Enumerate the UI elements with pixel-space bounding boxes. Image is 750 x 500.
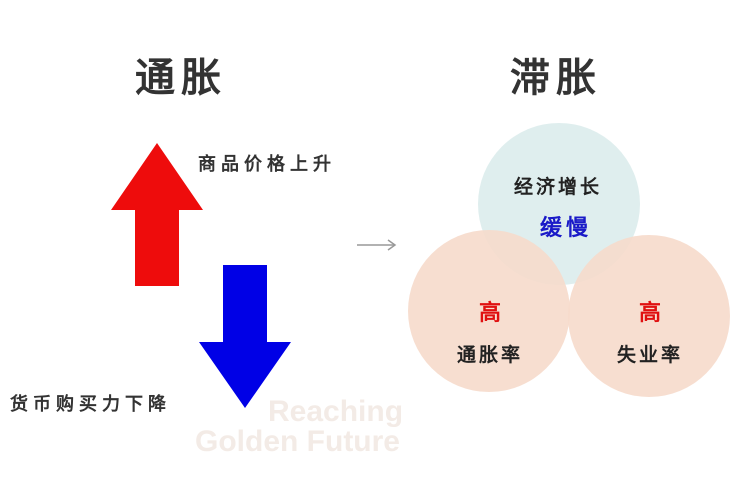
down-arrow-icon [199,265,291,408]
high-inflation-label: 高 [478,301,501,326]
growth-label: 经济增长 [513,176,602,198]
inflation-title: 通胀 [135,55,227,101]
watermark-line1: Reaching [268,395,404,428]
inflation-rate-label: 通胀率 [456,344,523,366]
inflation-rate-circle [408,230,570,392]
watermark-line2: Golden Future [195,425,400,458]
unemployment-rate-circle [568,235,730,397]
right-arrow-icon [357,239,397,251]
high-unemployment-label: 高 [638,301,661,326]
stagflation-title: 滞胀 [510,55,602,101]
price-rise-label: 商品价格上升 [198,154,336,175]
slow-label: 缓慢 [539,216,592,241]
up-arrow-icon [111,143,203,286]
unemployment-rate-label: 失业率 [616,344,683,366]
purchasing-power-fall-label: 货币购买力下降 [10,394,171,415]
